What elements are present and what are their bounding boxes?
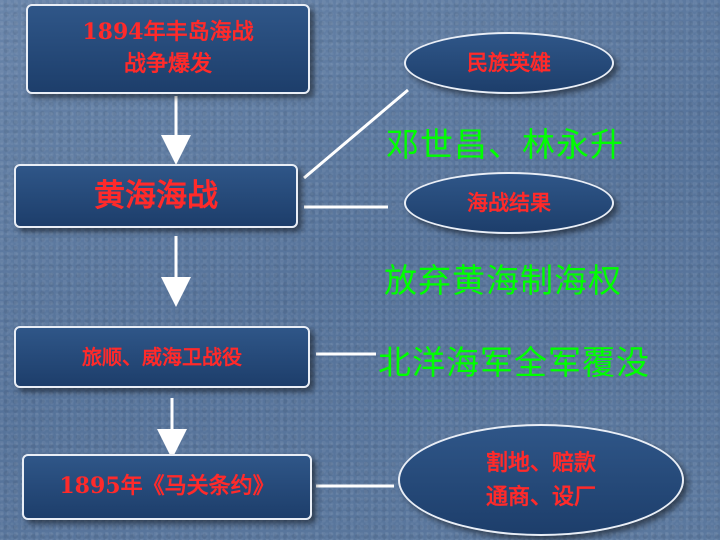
oval-treaty: 割地、赔款 通商、设厂 xyxy=(398,424,684,536)
flow-step-lushun: 旅顺、威海卫战役 xyxy=(14,326,310,388)
note-fleet: 北洋海军全军覆没 xyxy=(378,343,650,382)
flow-step-treaty-label: 1895年《马关条约》 xyxy=(59,473,275,500)
note-heroes: 邓世昌、林永升 xyxy=(386,125,624,164)
flow-step-huanghai: 黄海海战 xyxy=(14,164,298,228)
flow-step-treaty: 1895年《马关条约》 xyxy=(22,454,312,520)
oval-heroes: 民族英雄 xyxy=(404,32,614,94)
oval-treaty-line1: 割地、赔款 xyxy=(485,449,596,476)
flow-step-fengdao: 1894年丰岛海战 战争爆发 xyxy=(26,4,310,94)
oval-result: 海战结果 xyxy=(404,172,614,234)
flow-step-huanghai-label: 黄海海战 xyxy=(94,177,218,214)
oval-treaty-line2: 通商、设厂 xyxy=(485,484,596,510)
connector-heroes xyxy=(303,88,409,180)
flow-step-fengdao-line1: 1894年丰岛海战 xyxy=(82,19,254,46)
flow-step-lushun-label: 旅顺、威海卫战役 xyxy=(82,344,242,369)
flow-step-fengdao-line2: 战争爆发 xyxy=(123,51,212,77)
oval-heroes-label: 民族英雄 xyxy=(467,49,551,75)
note-result: 放弃黄海制海权 xyxy=(384,261,622,300)
oval-result-label: 海战结果 xyxy=(467,189,551,215)
